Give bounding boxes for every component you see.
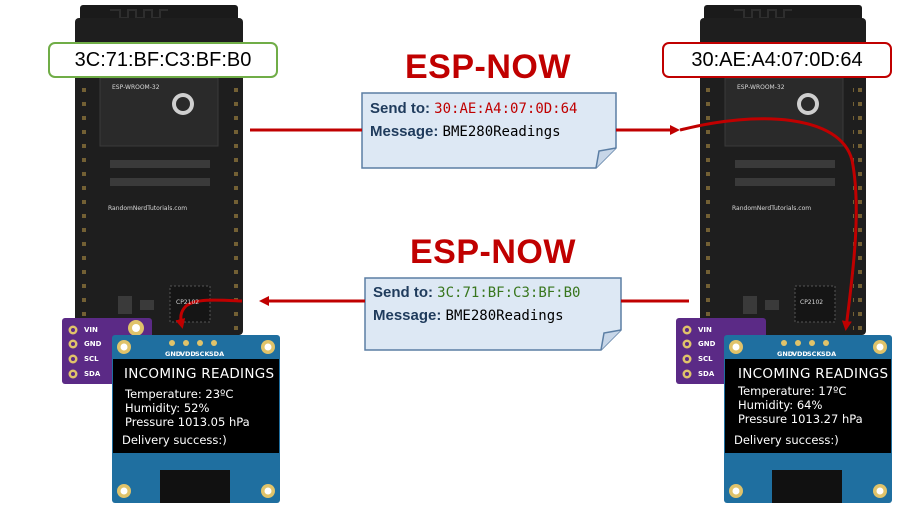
right-oled-pin-gnd: GND — [777, 350, 794, 358]
bottom-arrow-curve — [175, 298, 243, 329]
right-oled-temperature: Temperature: 17ºC — [738, 384, 847, 398]
left-oled-display — [112, 335, 280, 503]
left-esp32-board — [75, 5, 243, 335]
left-oled-pin-sck: SCK — [195, 350, 210, 358]
left-oled-temperature: Temperature: 23ºC — [125, 387, 234, 401]
left-bme-pin-vin: VIN — [84, 326, 98, 334]
left-bme-pin-scl: SCL — [84, 355, 99, 363]
right-bme-pin-gnd: GND — [698, 340, 716, 348]
right-oled-humidity: Humidity: 64% — [738, 398, 823, 412]
left-bme-pin-gnd: GND — [84, 340, 102, 348]
top-arrow-curve — [679, 117, 858, 331]
left-silkscreen: RandomNerdTutorials.com — [108, 205, 188, 212]
left-oled-humidity: Humidity: 52% — [125, 401, 210, 415]
left-mac-address: 3C:71:BF:C3:BF:B0 — [48, 42, 278, 78]
top-note-send-to: Send to: 30:AE:A4:07:0D:64 — [370, 100, 578, 117]
right-usb-chip: CP2102 — [800, 299, 824, 306]
left-oled-pressure: Pressure 1013.05 hPa — [125, 415, 250, 429]
bottom-note-send-to: Send to: 3C:71:BF:C3:BF:B0 — [373, 284, 581, 301]
right-silkscreen: RandomNerdTutorials.com — [732, 205, 812, 212]
top-espnow-label: ESP-NOW — [405, 48, 571, 86]
left-bme-pin-sda: SDA — [84, 370, 101, 378]
bottom-note-message: Message: BME280Readings — [373, 307, 564, 324]
left-oled-pin-sda: SDA — [209, 350, 225, 358]
right-oled-display — [724, 335, 892, 503]
right-oled-pin-vdd: VDD — [792, 350, 808, 358]
right-module-label: ESP-WROOM-32 — [737, 84, 785, 91]
left-oled-pin-gnd: GND — [165, 350, 182, 358]
right-bme-pin-scl: SCL — [698, 355, 713, 363]
right-oled-title: INCOMING READINGS — [738, 366, 889, 382]
right-oled-pin-sck: SCK — [807, 350, 822, 358]
left-module-label: ESP-WROOM-32 — [112, 84, 160, 91]
left-oled-title: INCOMING READINGS — [124, 366, 275, 382]
right-oled-pin-sda: SDA — [821, 350, 837, 358]
top-note-message: Message: BME280Readings — [370, 123, 561, 140]
right-oled-status: Delivery success:) — [734, 433, 839, 447]
right-mac-address: 30:AE:A4:07:0D:64 — [662, 42, 892, 78]
left-usb-chip: CP2102 — [176, 299, 200, 306]
right-esp32-board — [700, 5, 866, 335]
right-bme-pin-vin: VIN — [698, 326, 712, 334]
right-bme-pin-sda: SDA — [698, 370, 715, 378]
right-oled-pressure: Pressure 1013.27 hPa — [738, 412, 863, 426]
bottom-espnow-label: ESP-NOW — [410, 233, 576, 271]
left-oled-pin-vdd: VDD — [180, 350, 196, 358]
left-oled-status: Delivery success:) — [122, 433, 227, 447]
